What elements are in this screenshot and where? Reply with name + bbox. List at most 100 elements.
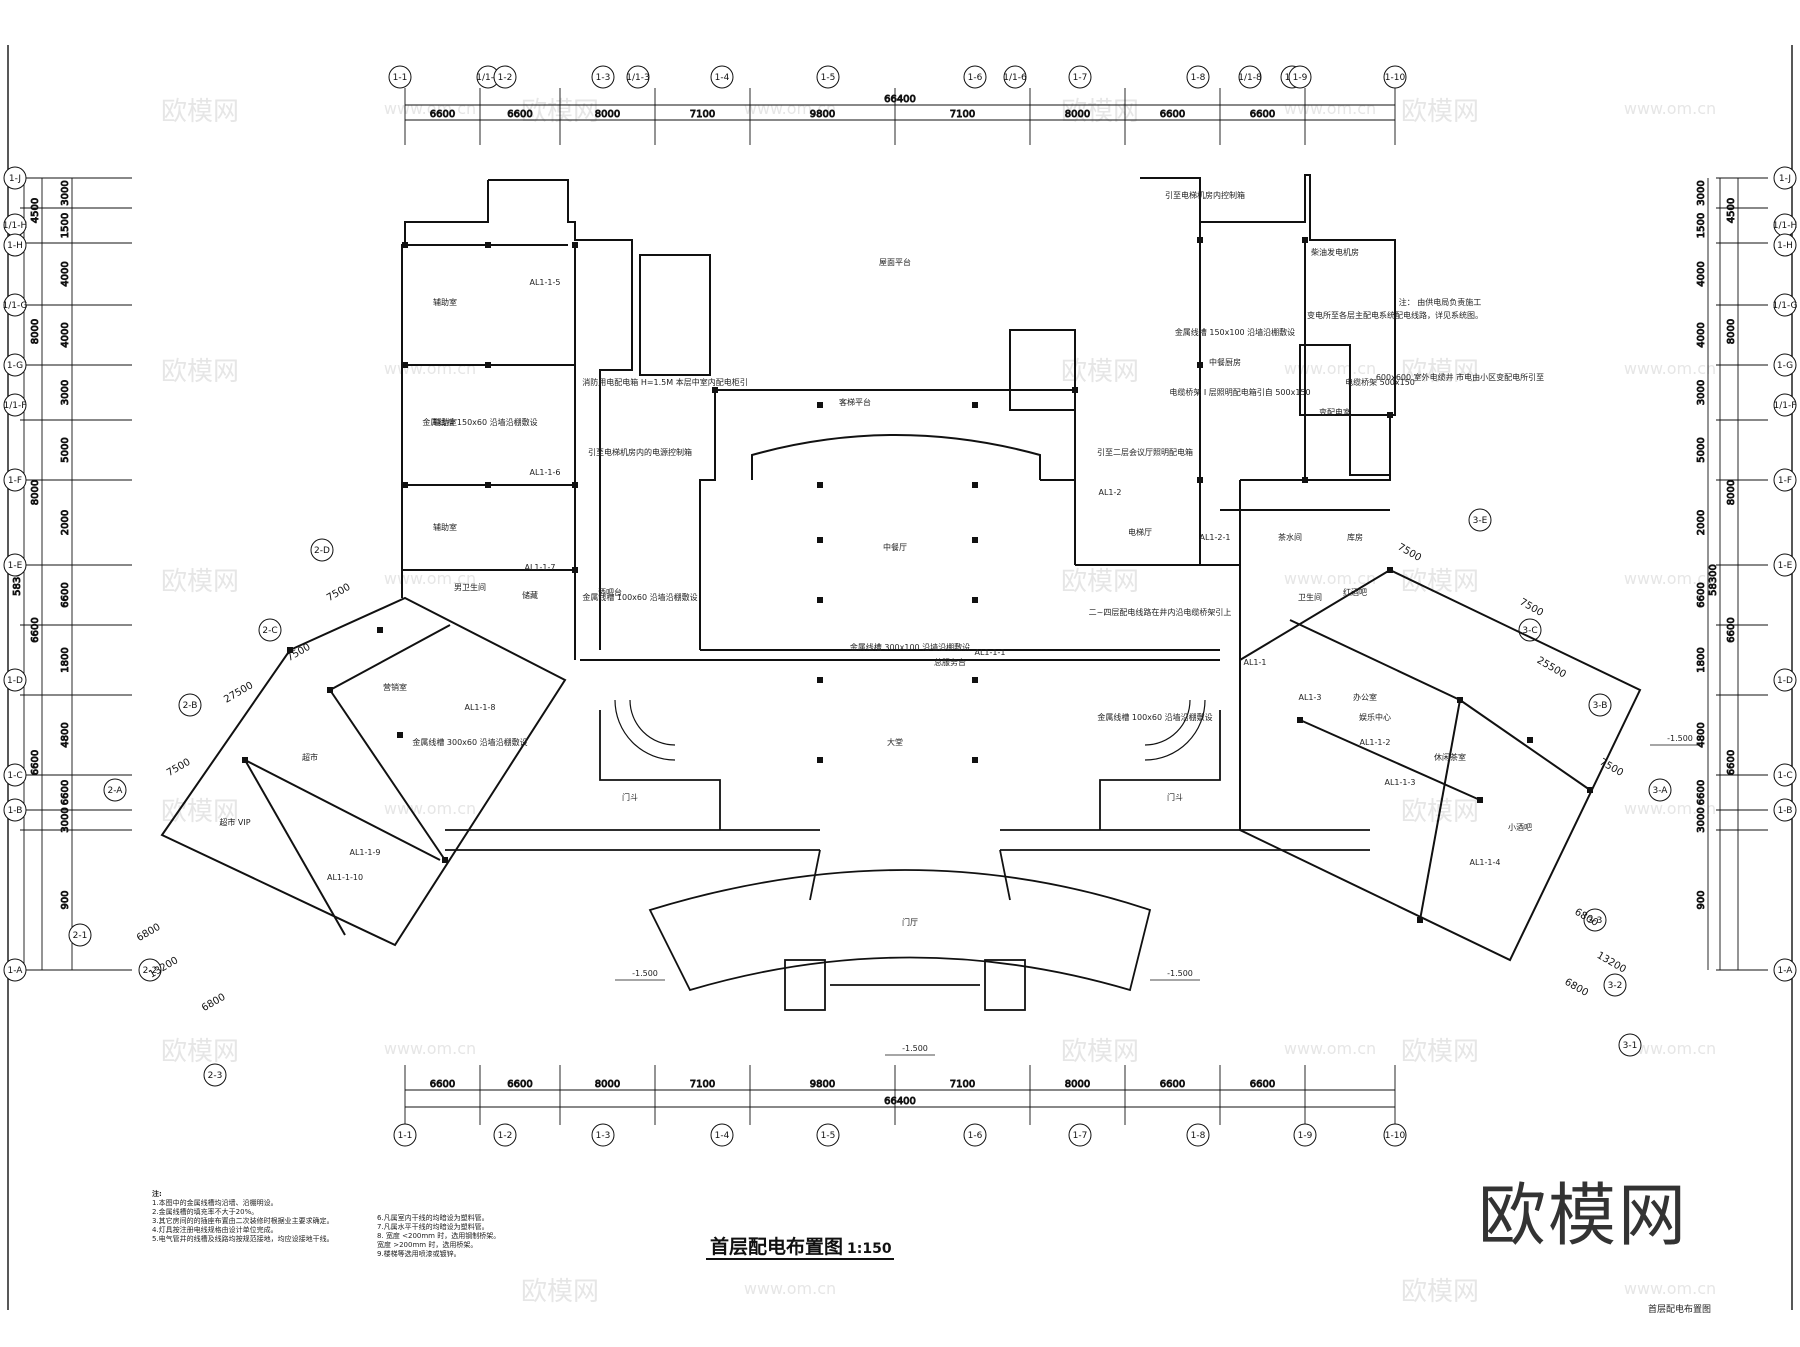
axis-label-top-circle bbox=[1288, 65, 1312, 89]
side-dim-label-outer: 6600 bbox=[30, 750, 41, 775]
axis-label-bottom-circle bbox=[710, 1123, 734, 1147]
room-label: 屋面平台 bbox=[879, 257, 911, 267]
watermark-url: www.om.cn bbox=[1624, 359, 1716, 378]
axis-label-top: 1-6 bbox=[968, 73, 983, 83]
axis-label-top-circle bbox=[1186, 65, 1210, 89]
dim-segment-label: 8000 bbox=[595, 109, 620, 120]
side-dim-label: 3000 bbox=[1696, 807, 1707, 832]
level-label: -1.500 bbox=[632, 969, 658, 978]
column bbox=[972, 677, 978, 683]
axis-label-wing-right-circle bbox=[1603, 973, 1627, 997]
side-dimension-chains: 3000150040004000300050002000660018004800… bbox=[12, 177, 1768, 971]
panel-label: AL1-3 bbox=[1299, 693, 1322, 702]
dim-segment-label: 7100 bbox=[950, 109, 975, 120]
watermark-text: 欧模网 bbox=[161, 1037, 239, 1067]
spiral-stairs bbox=[614, 699, 1206, 761]
axis-label-left: 1-H bbox=[7, 241, 23, 251]
axis-label-right-circle bbox=[1773, 166, 1797, 190]
panel-label: AL1-1-8 bbox=[465, 703, 496, 712]
wing-dim-left: 27500 bbox=[222, 680, 255, 705]
building-walls bbox=[401, 174, 1396, 661]
room-label: 辅助室 bbox=[433, 297, 457, 307]
room-label: 门厅 bbox=[902, 917, 918, 927]
wing-dim-left: 6800 bbox=[135, 922, 163, 944]
room-label: 休闲茶室 bbox=[1434, 752, 1466, 762]
axis-label-right: 1-H bbox=[1777, 241, 1793, 251]
watermark-url: www.om.cn bbox=[1284, 99, 1376, 118]
axis-label-left: 1-E bbox=[8, 561, 23, 571]
callout-label: 引至二层会议厅照明配电箱 bbox=[1097, 447, 1193, 457]
column bbox=[1417, 917, 1423, 923]
room-label: 大堂 bbox=[887, 737, 903, 747]
axis-label-left: 1-A bbox=[8, 966, 24, 976]
room-label: 辅助室 bbox=[433, 417, 457, 427]
axis-label-left: 1/1-H bbox=[3, 221, 28, 231]
level-markers: -1.500-1.500-1.500-1.500 bbox=[615, 734, 1700, 1056]
watermark-url: www.om.cn bbox=[1624, 1279, 1716, 1298]
panel-label: AL1-1-2 bbox=[1360, 738, 1391, 747]
axis-label-left-circle bbox=[3, 553, 27, 577]
watermark-url: www.om.cn bbox=[384, 569, 476, 588]
note-line: 6.凡属室内干线的均暗设为塑料管。 bbox=[377, 1214, 489, 1222]
side-dim-label: 900 bbox=[60, 890, 71, 909]
panel-labels: AL1-1-5AL1-1-6AL1-1-7AL1-1-8AL1-1-9AL1-1… bbox=[327, 278, 1501, 882]
axis-label-bottom-circle bbox=[393, 1123, 417, 1147]
watermark-url: www.om.cn bbox=[744, 99, 836, 118]
column bbox=[972, 402, 978, 408]
callout-label: 电缆桥架 I 层照明配电箱引自 500x150 bbox=[1169, 387, 1310, 397]
axis-label-right-circle bbox=[1773, 293, 1797, 317]
dim-segment-label: 7100 bbox=[950, 1079, 975, 1090]
column bbox=[972, 757, 978, 763]
watermark-url: www.om.cn bbox=[384, 799, 476, 818]
room-label: 红酒吧 bbox=[1343, 587, 1367, 597]
axis-label-top: 1/1-8 bbox=[1238, 73, 1262, 83]
axis-label-bottom-circle bbox=[1186, 1123, 1210, 1147]
room-label: 茶水间 bbox=[1278, 532, 1302, 542]
axis-label-right: 1/1-G bbox=[1772, 301, 1797, 311]
dim-segment-label: 8000 bbox=[1065, 1079, 1090, 1090]
axis-label-wing-right: 3-3 bbox=[1588, 916, 1603, 926]
watermark-text: 欧模网 bbox=[1061, 97, 1139, 127]
dim-segment-label: 8000 bbox=[595, 1079, 620, 1090]
side-dim-label: 4000 bbox=[60, 261, 71, 286]
panel-label: AL1-1-6 bbox=[530, 468, 561, 477]
column bbox=[572, 242, 578, 248]
axis-label-left-circle bbox=[3, 798, 27, 822]
column bbox=[327, 687, 333, 693]
axis-label-left-circle bbox=[3, 353, 27, 377]
wing-dim-left: 6800 bbox=[200, 992, 228, 1014]
callout-label: 变电所至各层主配电系统配电线路，详见系统图。 bbox=[1307, 310, 1483, 320]
axis-label-right-circle bbox=[1773, 353, 1797, 377]
note-line: 2.金属线槽的填充率不大于20%。 bbox=[152, 1208, 259, 1216]
dim-total-label: 66400 bbox=[884, 94, 916, 105]
watermark-url: www.om.cn bbox=[384, 359, 476, 378]
axis-label-wing-right: 3-2 bbox=[1608, 981, 1623, 991]
room-label: 变配电室 bbox=[1319, 407, 1351, 417]
watermark-url: www.om.cn bbox=[1284, 359, 1376, 378]
sheet-frame bbox=[7, 45, 1793, 1310]
side-dim-label: 3000 bbox=[60, 807, 71, 832]
room-label: 卫生间 bbox=[1298, 592, 1322, 602]
panel-label: AL1-2 bbox=[1099, 488, 1122, 497]
watermark-url: www.om.cn bbox=[384, 1039, 476, 1058]
side-dim-label-outer: 6600 bbox=[1726, 750, 1737, 775]
axis-label-left-circle bbox=[3, 233, 27, 257]
column bbox=[485, 482, 491, 488]
dim-segment-label: 9800 bbox=[810, 109, 835, 120]
wing-dim-right: 25500 bbox=[1535, 655, 1568, 680]
axis-label-wing-left: 2-D bbox=[314, 546, 330, 556]
watermark-url: www.om.cn bbox=[1624, 569, 1716, 588]
dim-segment-label: 6600 bbox=[1250, 1079, 1275, 1090]
column bbox=[1197, 362, 1203, 368]
level-label: -1.500 bbox=[1667, 734, 1693, 743]
axis-label-top: 1-9 bbox=[1293, 73, 1308, 83]
axis-label-bottom-circle bbox=[493, 1123, 517, 1147]
axis-label-wing-right: 3-A bbox=[1653, 786, 1669, 796]
column bbox=[1302, 237, 1308, 243]
column bbox=[572, 482, 578, 488]
axis-label-top: 1-1 bbox=[393, 73, 408, 83]
